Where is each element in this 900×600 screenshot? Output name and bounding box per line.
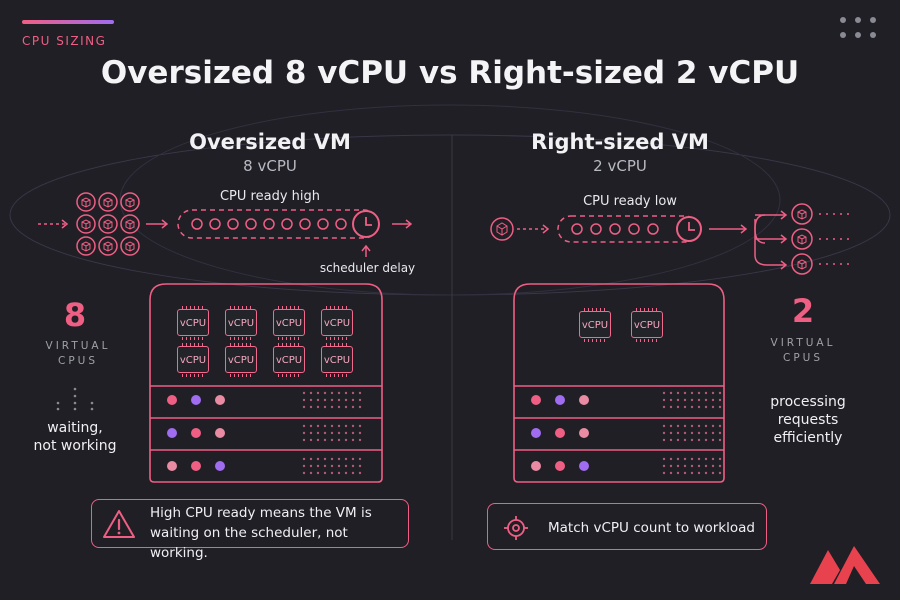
- page-title: Oversized 8 vCPU vs Right-sized 2 vCPU: [100, 55, 800, 91]
- right-ready-label: CPU ready low: [583, 194, 677, 209]
- right-vcpu-count: 2: [791, 292, 815, 330]
- left-vcpu-chip: vCPU: [225, 305, 257, 340]
- left-vcpu-chip: vCPU: [225, 342, 257, 377]
- left-vcpu-chip: vCPU: [321, 342, 353, 377]
- waiting-dots: [56, 387, 94, 411]
- left-vcpu-chip: vCPU: [321, 305, 353, 340]
- right-status-3: efficiently: [773, 430, 843, 446]
- kicker-label: CPU SIZING: [22, 34, 107, 48]
- left-note-line-1: High CPU ready means the VM is: [150, 505, 372, 521]
- right-count-caption-1: VIRTUAL: [770, 337, 836, 349]
- right-vcpu-chip: vCPU: [579, 307, 611, 342]
- left-vcpu-chip: vCPU: [177, 305, 209, 340]
- right-status-2: requests: [777, 412, 839, 428]
- brand-logo-icon: [810, 546, 880, 584]
- left-panel-title: Oversized VM: [189, 130, 351, 154]
- warning-icon: [103, 510, 135, 538]
- cube-icon-grid: [76, 192, 140, 256]
- left-vcpu-count: 8: [63, 296, 87, 334]
- right-vcpu-chip: vCPU: [631, 307, 663, 342]
- left-count-caption-2: CPUS: [57, 355, 98, 367]
- left-vcpu-chip: vCPU: [273, 342, 305, 377]
- grid-dots-icon: [840, 17, 876, 38]
- left-panel-subtitle: 8 vCPU: [243, 157, 297, 175]
- left-status-2: not working: [33, 438, 117, 454]
- left-vcpu-chip: vCPU: [177, 342, 209, 377]
- right-note-text: Match vCPU count to workload: [548, 520, 755, 536]
- right-count-caption-2: CPUS: [782, 352, 823, 364]
- left-note-line-2: waiting on the scheduler, not working.: [150, 525, 348, 561]
- left-flow-diagram: [38, 192, 413, 257]
- right-status-1: processing: [770, 394, 846, 410]
- left-note-box: [91, 499, 409, 548]
- right-note-box: [487, 503, 767, 550]
- right-panel-subtitle: 2 vCPU: [593, 157, 647, 175]
- left-count-caption-1: VIRTUAL: [45, 340, 111, 352]
- left-ready-label: CPU ready high: [219, 189, 320, 204]
- right-panel-title: Right-sized VM: [531, 130, 709, 154]
- target-icon: [504, 516, 528, 540]
- left-vcpu-chip: vCPU: [273, 305, 305, 340]
- left-status-1: waiting,: [47, 420, 103, 436]
- kicker-bar: [22, 20, 114, 24]
- right-flow-diagram: [490, 203, 850, 275]
- scheduler-delay-label: scheduler delay: [319, 261, 416, 275]
